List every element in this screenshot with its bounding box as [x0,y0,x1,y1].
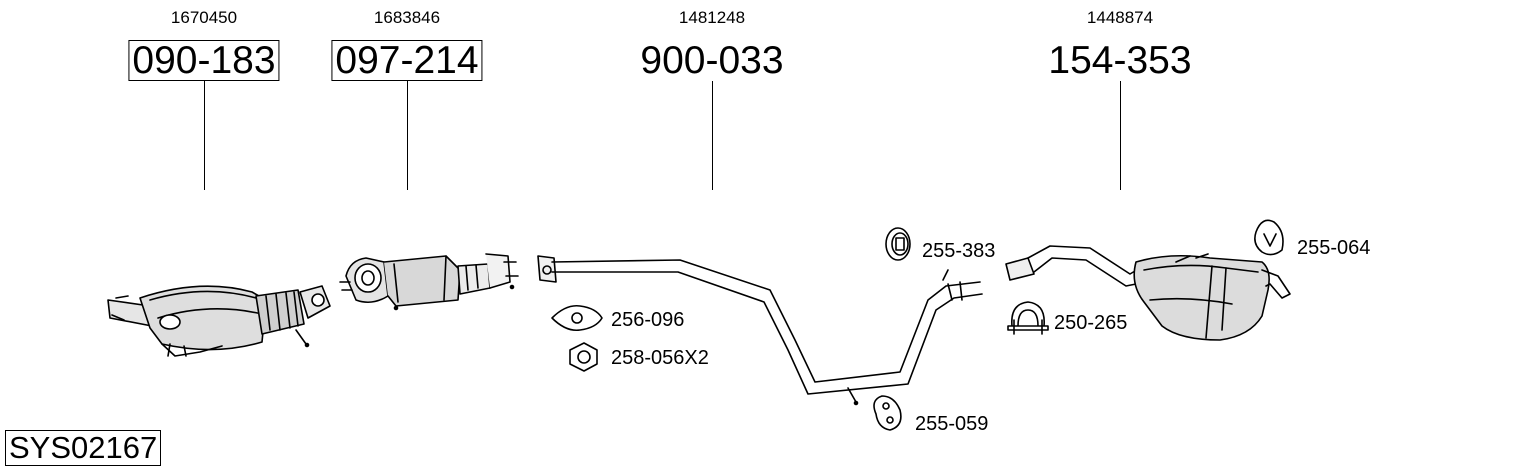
gasket-label: 256-096 [611,309,685,331]
nut-icon[interactable] [569,342,598,372]
leader-line [407,81,408,190]
part-number-middle-pipe[interactable]: 900-033 [640,39,784,82]
oe-number-3: 1481248 [678,8,746,27]
leader-line [204,81,205,190]
oe-number-2: 1683846 [373,8,441,27]
mount-255-059-label: 255-059 [915,413,989,435]
pipe-clamp-icon[interactable] [1007,301,1049,335]
rubber-mount-icon[interactable] [885,227,911,261]
gasket-icon[interactable] [551,304,603,332]
oe-number-4: 1448874 [1086,8,1154,27]
mount-255-064-label: 255-064 [1297,237,1371,259]
rubber-mount-icon[interactable] [1254,219,1284,256]
clamp-label: 250-265 [1054,312,1128,334]
leader-line [1120,81,1121,190]
nut-label: 258-056X2 [611,347,709,369]
part-number-rear-silencer[interactable]: 154-353 [1048,39,1192,82]
oe-number-1: 1670450 [170,8,238,27]
particulate-filter-drawing[interactable] [339,253,519,311]
system-id-box: SYS02167 [5,430,162,467]
rear-silencer-drawing[interactable] [1005,245,1291,341]
mount-255-383-label: 255-383 [922,240,996,262]
front-catalyst-drawing[interactable] [107,285,331,357]
rubber-mount-icon[interactable] [873,395,902,431]
part-number-particulate-filter[interactable]: 097-214 [331,40,483,81]
part-number-catalyst-front[interactable]: 090-183 [128,40,280,81]
middle-pipe-drawing[interactable] [537,255,983,406]
leader-line [712,81,713,190]
